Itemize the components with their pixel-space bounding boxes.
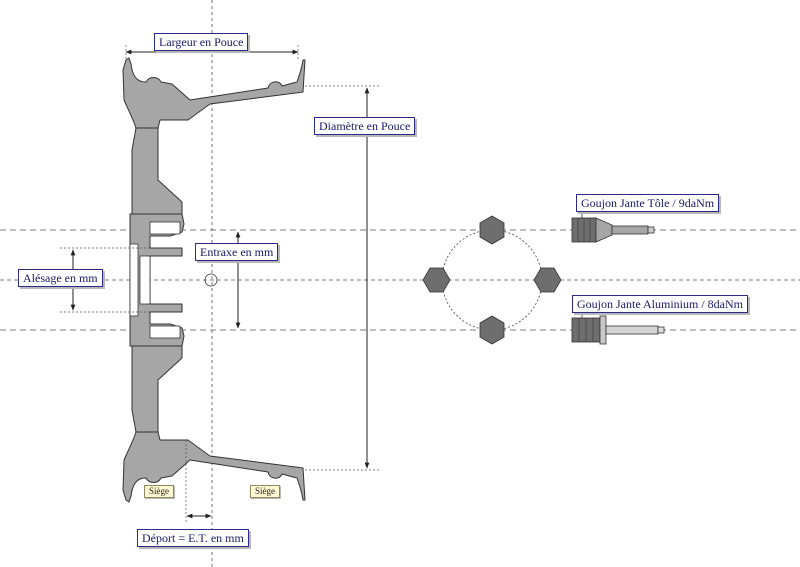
- stud-hex-left: [422, 267, 451, 293]
- goujon-alu-label: Goujon Jante Aluminium / 8daNm: [572, 295, 748, 313]
- goujon-tole-bolt: [571, 217, 655, 243]
- siege-right-tag: Siège: [250, 485, 280, 498]
- rim-lower-barrel: [122, 431, 306, 503]
- diametre-label: Diamètre en Pouce: [314, 117, 416, 135]
- rim-lower-spoke: [131, 345, 183, 433]
- rim-upper-spoke: [131, 127, 183, 215]
- stud-hex-top: [479, 215, 505, 245]
- stud-hex-right: [533, 267, 562, 293]
- siege-left-tag: Siège: [144, 485, 174, 498]
- entraxe-label: Entraxe en mm: [195, 243, 279, 261]
- deport-label: Déport = E.T. en mm: [137, 529, 249, 547]
- bolt-pattern: [422, 215, 562, 345]
- goujon-alu-bolt: [571, 315, 665, 345]
- hub-bore: [129, 243, 151, 317]
- alesage-label: Alésage en mm: [18, 269, 103, 287]
- largeur-label: Largeur en Pouce: [154, 33, 249, 51]
- goujon-tole-label: Goujon Jante Tôle / 9daNm: [576, 194, 720, 212]
- stud-hex-bottom: [479, 315, 505, 345]
- center-point: [204, 273, 218, 287]
- hub-stud-holes: [149, 221, 181, 339]
- rim-upper-barrel: [122, 57, 306, 129]
